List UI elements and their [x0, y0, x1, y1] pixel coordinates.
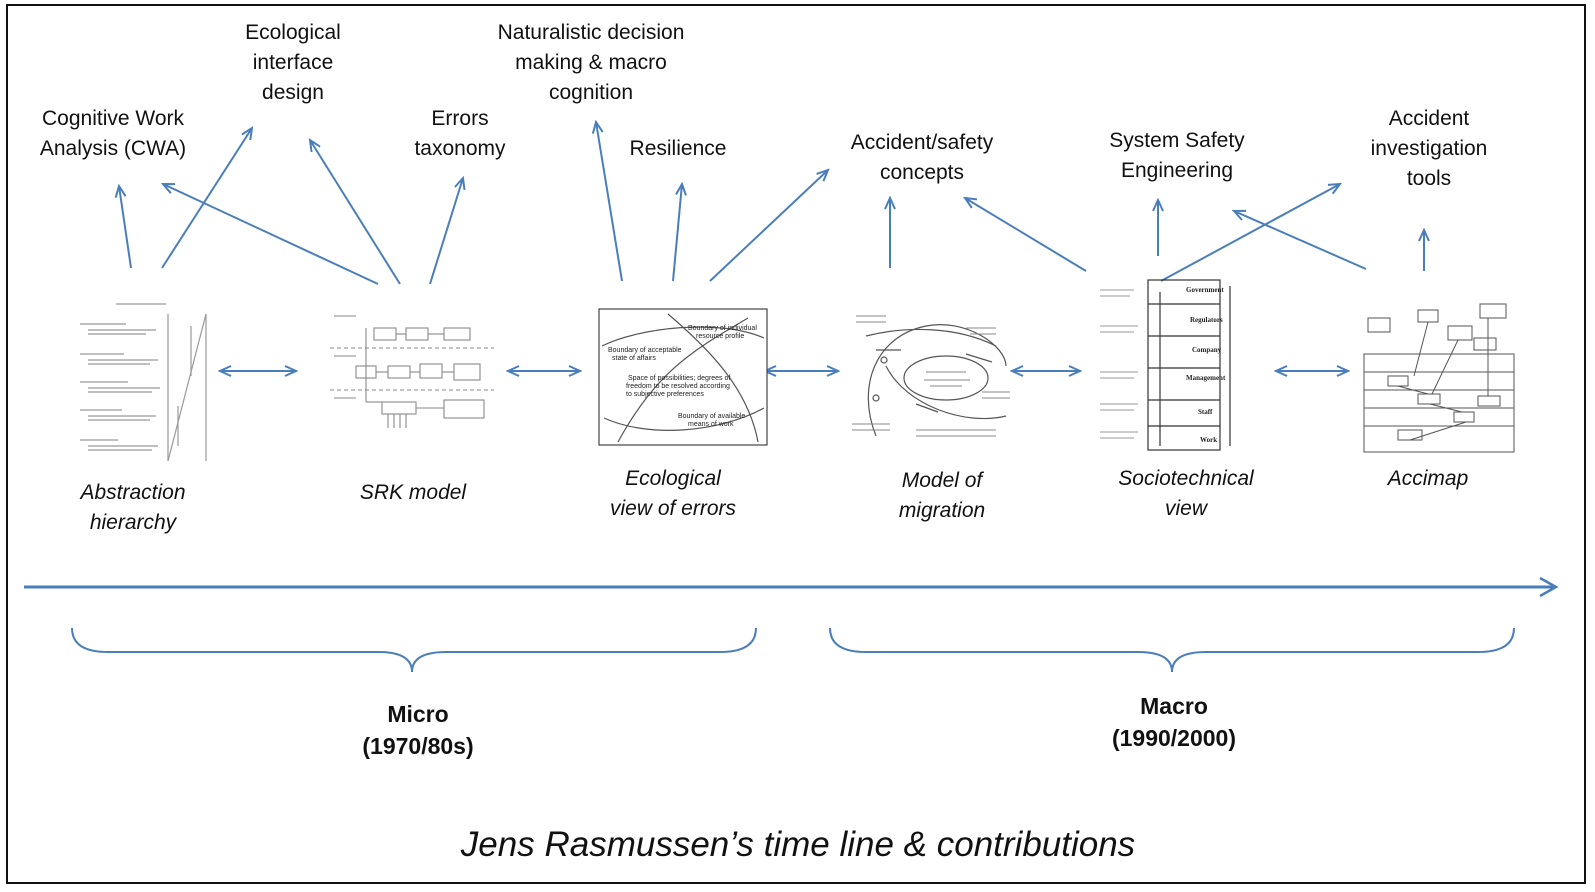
model-of-migration-thumbnail: [852, 315, 1010, 437]
label-errors-taxonomy: Errors taxonomy: [414, 107, 506, 160]
arrow-ecological-to-safety: [709, 170, 828, 282]
label-cognitive-work-analysis: Cognitive Work Analysis (CWA): [39, 107, 187, 160]
caption-model-of-migration: Model of migration: [898, 469, 986, 522]
srk-model-thumbnail: [330, 315, 494, 428]
arrow-abstraction-to-cwa: [119, 186, 132, 269]
era-macro: Macro (1990/2000): [1111, 693, 1237, 751]
era-micro: Micro (1970/80s): [362, 701, 474, 759]
eco-text-7: to subjective preferences: [626, 391, 704, 398]
caption-sociotechnical-view: Sociotechnical view: [1118, 467, 1254, 520]
eco-text-6: freedom to be resolved according: [626, 383, 730, 390]
arrow-sociotech-to-safety: [965, 198, 1087, 272]
eco-text-9: means of work: [688, 421, 734, 428]
socio-level-3: Company: [1192, 346, 1222, 354]
diagram-title: Jens Rasmussen’s time line & contributio…: [460, 825, 1136, 864]
arrow-srk-to-eid: [310, 140, 401, 285]
eco-text-5: Space of possibilities; degrees of: [628, 375, 730, 382]
arrow-accimap-to-system: [1234, 211, 1367, 270]
label-system-safety-engineering: System Safety Engineering: [1109, 129, 1245, 182]
arrow-ecological-to-ndm: [596, 122, 623, 282]
label-accident-safety-concepts: Accident/safety concepts: [850, 131, 994, 184]
caption-ecological-view: Ecological view of errors: [609, 467, 737, 520]
eco-text-1: Boundary of individual: [688, 325, 757, 332]
ecological-view-thumbnail: Boundary of individual resource profile …: [598, 308, 768, 446]
arrow-srk-to-cwa: [163, 184, 379, 285]
eco-text-2: resource profile: [696, 333, 744, 340]
socio-level-2: Regulators: [1190, 316, 1223, 324]
caption-accimap: Accimap: [1387, 467, 1469, 490]
micro-brace: [71, 627, 757, 673]
accimap-thumbnail: [1363, 303, 1515, 453]
arrow-srk-to-errors: [429, 178, 463, 285]
eco-text-8: Boundary of available: [678, 413, 745, 420]
sociotechnical-view-thumbnail: Government Regulators Company Management…: [1100, 279, 1231, 451]
abstraction-hierarchy-thumbnail: [80, 303, 207, 462]
socio-level-5: Staff: [1198, 408, 1213, 416]
arrow-ecological-to-resilience: [672, 184, 682, 282]
macro-brace: [829, 627, 1515, 673]
eco-text-3: Boundary of acceptable: [608, 347, 682, 354]
label-ecological-interface-design: Ecological interface design: [245, 21, 341, 104]
label-naturalistic-decision-making: Naturalistic decision making & macro cog…: [497, 21, 685, 104]
label-accident-investigation-tools: Accident investigation tools: [1370, 107, 1488, 190]
socio-level-4: Management: [1186, 374, 1226, 382]
diagram-frame: Cognitive Work Analysis (CWA) Ecological…: [6, 4, 1586, 884]
label-resilience: Resilience: [629, 137, 727, 160]
arrow-sociotech-to-tools: [1160, 184, 1340, 282]
caption-abstraction-hierarchy: Abstraction hierarchy: [80, 481, 186, 534]
socio-level-1: Government: [1186, 286, 1224, 294]
caption-srk-model: SRK model: [359, 481, 467, 504]
socio-level-6: Work: [1200, 436, 1217, 444]
eco-text-4: state of affairs: [612, 355, 656, 362]
connector-arrows: [24, 6, 1559, 673]
arrow-abstraction-to-eid: [161, 128, 252, 269]
